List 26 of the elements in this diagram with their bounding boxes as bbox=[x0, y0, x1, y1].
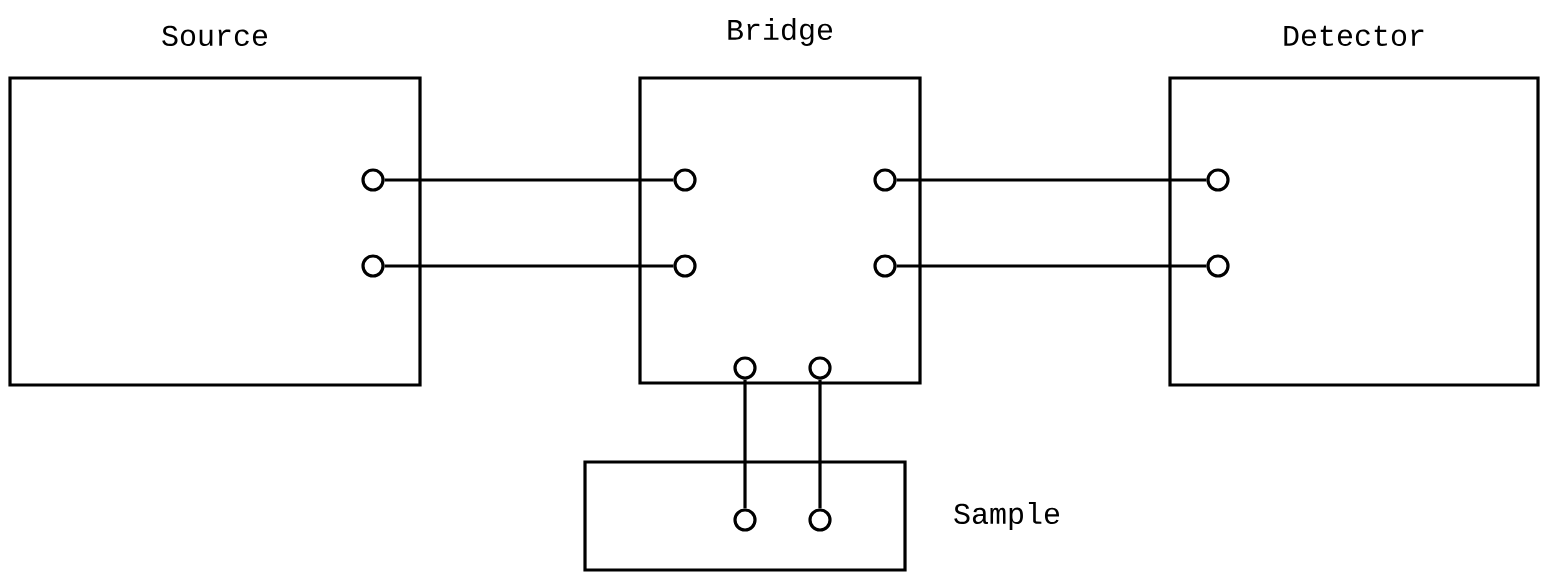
terminal-circle bbox=[673, 254, 697, 278]
node-label: Detector bbox=[1284, 25, 1424, 46]
terminal-circle bbox=[733, 508, 757, 532]
terminal-circle bbox=[808, 356, 832, 380]
instrument-box: Bridge bbox=[638, 18, 922, 385]
terminal-circle bbox=[808, 508, 832, 532]
wire bbox=[384, 178, 674, 182]
terminal-circle bbox=[873, 168, 897, 192]
terminal-circle bbox=[873, 254, 897, 278]
wire bbox=[896, 178, 1207, 182]
wire bbox=[896, 264, 1207, 268]
instrument-box: Source bbox=[8, 25, 422, 387]
terminal-circle bbox=[361, 168, 385, 192]
node-label: Sample bbox=[954, 502, 1060, 530]
terminal-circle bbox=[361, 254, 385, 278]
terminal-circle bbox=[1206, 254, 1230, 278]
instrument-box: Detector bbox=[1168, 25, 1540, 387]
wire bbox=[384, 264, 674, 268]
node-label: Bridge bbox=[728, 18, 833, 46]
terminal-circle bbox=[733, 356, 757, 380]
instrument-box: Sample bbox=[583, 460, 1060, 572]
terminal-circle bbox=[1206, 168, 1230, 192]
terminal-circle bbox=[673, 168, 697, 192]
wire bbox=[743, 379, 747, 509]
wire bbox=[818, 379, 822, 509]
node-label: Source bbox=[162, 25, 268, 46]
